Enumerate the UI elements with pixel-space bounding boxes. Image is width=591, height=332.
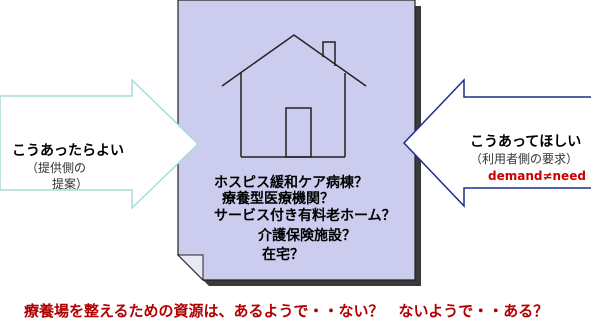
option-service-elderly-home: サービス付き有料老ホーム？ <box>214 208 396 224</box>
left-box-subtitle-line2: 提案） <box>52 177 89 191</box>
arrow-right-icon <box>0 78 200 210</box>
demand-need-formula: demand≠need <box>488 169 586 183</box>
arrow-left-icon <box>402 78 591 208</box>
bottom-caption: 療養場を整えるための資源は、あるようで・・ない？ ないようで・・ある？ <box>24 302 549 320</box>
option-home-care: 在宅？ <box>262 247 304 263</box>
option-care-insurance-facility: 介護保険施設？ <box>258 228 356 244</box>
document-page <box>177 0 416 281</box>
option-long-term-care-hospital: 療養型医療機関？ <box>222 191 334 207</box>
option-hospice: ホスピス緩和ケア病棟？ <box>214 175 368 191</box>
left-box-title: こうあったらよい <box>12 143 124 159</box>
house-icon <box>221 34 367 158</box>
document-fold <box>176 254 204 282</box>
right-box-subtitle: （利用者側の要求） <box>470 152 579 166</box>
right-box-title: こうあってほしい <box>470 134 582 150</box>
left-box-subtitle-line1: （提供側の <box>26 161 87 175</box>
